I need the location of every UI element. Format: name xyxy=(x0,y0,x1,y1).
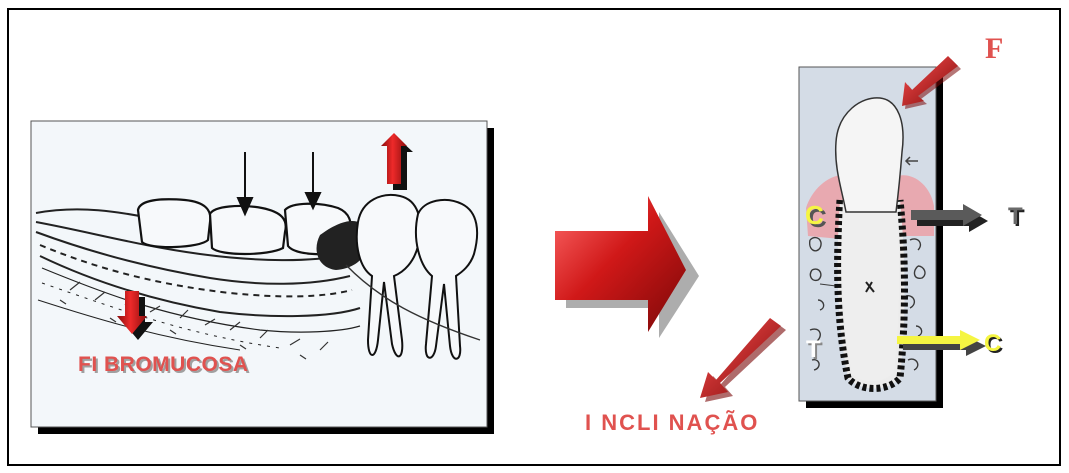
inclination-arrow xyxy=(700,318,786,402)
inclinacao-label: I NCLI NAÇÃO xyxy=(585,410,759,436)
tension-label-right: T xyxy=(1008,203,1023,231)
transition-arrow xyxy=(555,196,699,338)
compression-label-right: C xyxy=(984,330,1001,358)
tooth-crown xyxy=(836,98,903,212)
force-label: F xyxy=(985,32,1003,66)
denture-panel xyxy=(31,121,494,434)
tension-label-left: T xyxy=(806,336,821,364)
fibromucosa-label: FI BROMUCOSA xyxy=(78,353,249,377)
compression-label-left: C xyxy=(805,200,824,231)
